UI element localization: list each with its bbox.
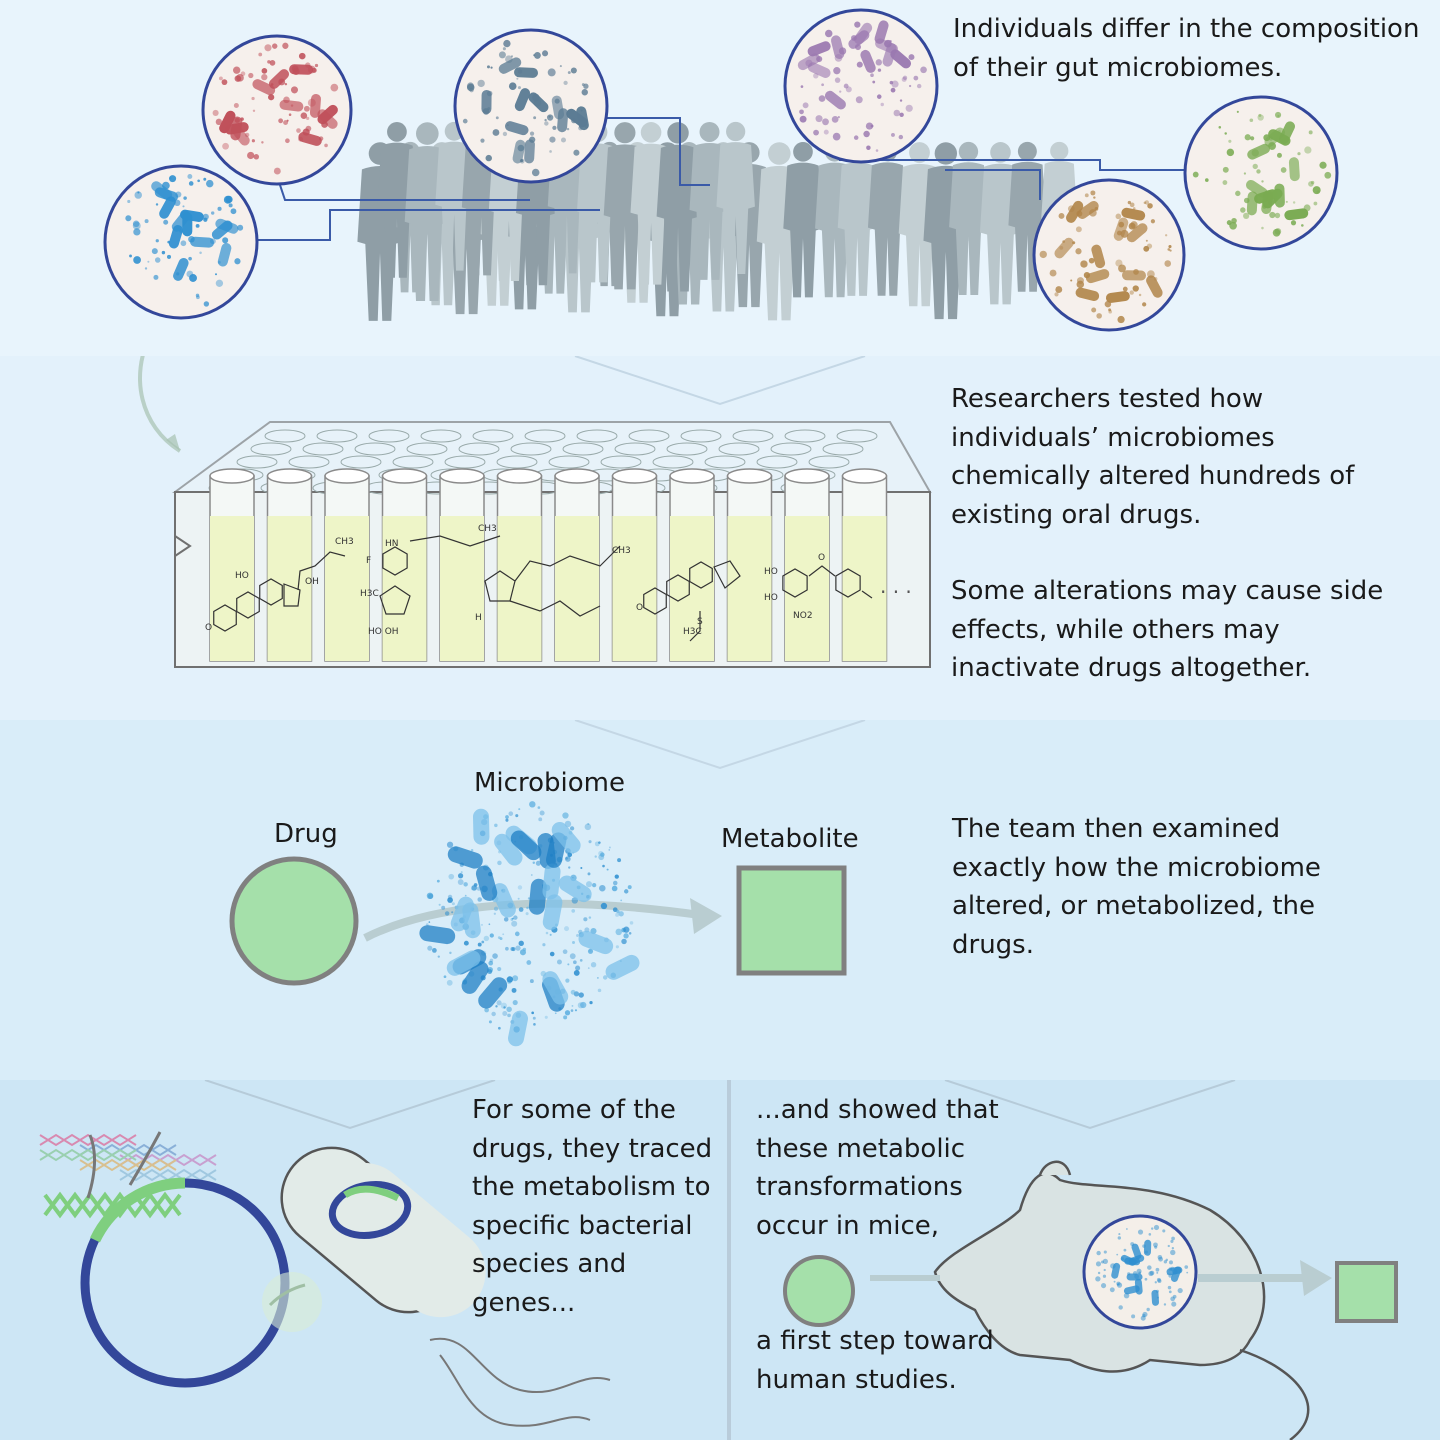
microbiome-circle-slate	[453, 28, 609, 184]
more-drugs-ellipsis: · · ·	[880, 580, 912, 604]
mice-caption: ...and showed that these metabolic trans…	[756, 1095, 999, 1241]
panel4-divider	[727, 1080, 731, 1440]
svg-text:NO2: NO2	[793, 611, 813, 621]
test-tube	[266, 468, 313, 662]
person-silhouette	[949, 141, 988, 295]
microbiome-circle-brown	[1032, 178, 1186, 332]
metabolism-caption: The team then examined exactly how the m…	[952, 814, 1321, 960]
svg-text:O: O	[818, 553, 825, 563]
dna-strands	[39, 1133, 217, 1219]
genes-mice-illustration	[39, 1080, 1398, 1440]
svg-text:CH3: CH3	[335, 537, 354, 547]
test-tube	[496, 468, 543, 662]
person-silhouette	[783, 141, 823, 298]
panel-genes-mice: For some of the drugs, they traced the m…	[0, 1080, 1440, 1440]
molecule-steroid-1	[213, 551, 346, 632]
svg-text:H3C: H3C	[360, 589, 379, 599]
test-tube	[841, 468, 888, 662]
population-illustration	[103, 8, 1339, 332]
test-tube	[554, 468, 600, 662]
svg-text:F: F	[366, 556, 371, 566]
svg-text:HO: HO	[235, 571, 249, 581]
people-silhouettes	[357, 121, 1078, 321]
molecule-prostaglandin	[484, 545, 621, 617]
microbiome-circle-red	[201, 34, 353, 186]
microbiome-cluster	[419, 801, 640, 1047]
population-caption: Individuals differ in the composition of…	[953, 14, 1420, 83]
screen-caption-1: Researchers tested how individuals’ micr…	[951, 384, 1355, 530]
drug-label: Drug	[274, 819, 338, 849]
curved-arrow	[138, 356, 182, 453]
microbiome-circle-blue	[103, 164, 259, 320]
svg-text:HO OH: HO OH	[368, 627, 399, 637]
svg-text:CH3: CH3	[478, 524, 497, 534]
metabolite-node	[736, 865, 847, 976]
svg-text:HO: HO	[764, 567, 778, 577]
molecule-fluorouracil	[379, 535, 501, 615]
genes-caption: For some of the drugs, they traced the m…	[472, 1095, 713, 1318]
metabolite-label: Metabolite	[721, 824, 859, 854]
test-tube	[439, 468, 485, 662]
svg-text:HN: HN	[385, 539, 399, 549]
svg-text:O: O	[636, 603, 643, 613]
test-tube	[209, 468, 255, 662]
test-tube	[324, 468, 370, 662]
chevron-divider	[574, 356, 866, 406]
test-tube	[611, 468, 658, 662]
panel-metabolism: Drug Microbiome Metabolite The team then…	[0, 720, 1440, 1082]
svg-text:H3C: H3C	[683, 627, 702, 637]
metabolism-illustration	[229, 720, 866, 1047]
microbiome-label: Microbiome	[474, 768, 625, 798]
microbiome-circle-green	[1183, 95, 1339, 251]
panel-population: Individuals differ in the composition of…	[0, 0, 1440, 358]
svg-text:S: S	[697, 617, 703, 627]
svg-text:O: O	[205, 623, 212, 633]
chevron-divider	[574, 720, 866, 770]
microbiome-circle-purple	[783, 8, 939, 164]
test-tube	[669, 468, 715, 662]
test-tube	[784, 468, 830, 662]
human-studies-caption: a first step toward human studies.	[756, 1326, 994, 1395]
test-tube	[381, 468, 428, 662]
test-tube	[726, 468, 773, 662]
mouse-silhouette	[933, 1160, 1310, 1440]
svg-text:H: H	[475, 613, 482, 623]
svg-text:CH3: CH3	[612, 546, 631, 556]
bacterium-cell	[280, 1146, 611, 1427]
svg-text:HO: HO	[764, 593, 778, 603]
mouse-drug-node	[783, 1255, 855, 1327]
svg-text:OH: OH	[305, 577, 319, 587]
molecule-steroid-2	[643, 560, 741, 642]
person-silhouette	[656, 122, 700, 292]
molecule-tolcapone	[782, 565, 873, 599]
drug-node	[229, 856, 359, 986]
screen-caption-2: Some alterations may cause side effects,…	[951, 576, 1384, 683]
flow-arrow	[363, 899, 701, 942]
mouse-metabolite-node	[1335, 1261, 1398, 1323]
person-silhouette	[716, 121, 755, 275]
screen-caption: Researchers tested how individuals’ micr…	[951, 380, 1411, 688]
